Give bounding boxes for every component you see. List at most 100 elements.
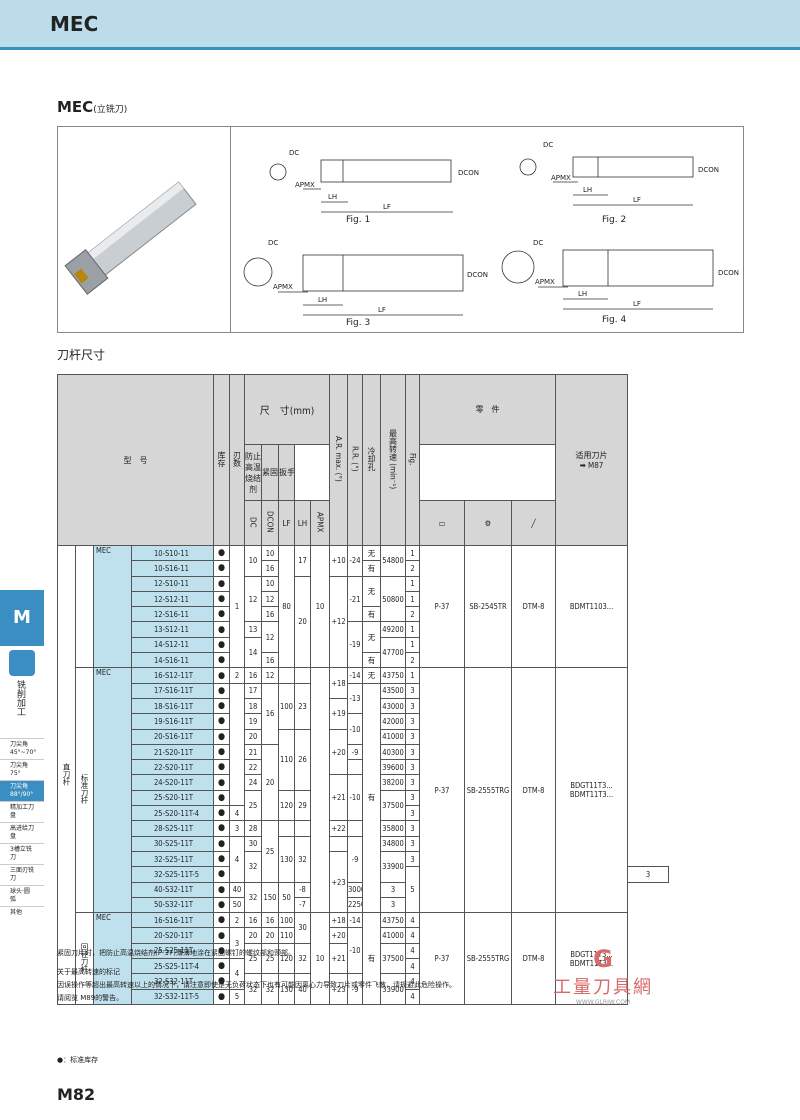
cell-model: 13-S12-11 [131, 621, 214, 638]
side-nav-item[interactable]: 刀尖角88°/90° [0, 780, 44, 801]
cell-rr: -19 [347, 621, 364, 669]
cell-rr: -9 [347, 973, 364, 1005]
side-nav-item[interactable]: 精加工刀盘 [0, 801, 44, 822]
page-number: M82 [57, 1085, 96, 1104]
side-nav-item[interactable]: 三面刃铣刀 [0, 864, 44, 885]
cell-series: MEC [93, 667, 132, 914]
cell-rr: -14 [347, 912, 364, 929]
cell-ar: +19 [329, 697, 349, 730]
cell-lh: 32 [294, 835, 311, 883]
cell-lh: 29 [294, 789, 311, 822]
header-fig: Fig. [408, 452, 418, 466]
cell-fl: 4 [229, 835, 245, 883]
cell-apmx [309, 667, 331, 914]
cell-fig: 1 [405, 590, 421, 608]
cell-stock: ● [213, 835, 230, 852]
cell-model: 19-S16-11T [131, 713, 214, 730]
cell-series: MEC [93, 912, 132, 1005]
side-tab-letter: M [0, 590, 44, 646]
cell-wrench: DTM-8 [511, 912, 557, 1005]
cell-rpm: 37500 [380, 942, 407, 975]
fig3-caption: Fig. 3 [346, 318, 371, 328]
label-lh-2: LH [583, 186, 592, 194]
note-rpm-ref: 请阅览 M89的警告。 [57, 994, 124, 1002]
cell-dc: 40 [229, 881, 245, 898]
cell-lf: 130 [278, 835, 295, 883]
cell-lh: 17 [294, 545, 311, 577]
cell-stock: ● [213, 743, 230, 761]
cell-model: 24-S20-11T [131, 774, 214, 791]
cell-fl: 4 [229, 805, 245, 822]
side-nav-item[interactable]: 3槽立铣刀 [0, 843, 44, 864]
cell-ar: +22 [329, 820, 349, 837]
side-nav-item[interactable]: 刀尖角45°~70° [0, 738, 44, 759]
cell-dc: 12 [244, 575, 262, 623]
header-ar: A.R. max. (°) [334, 436, 344, 482]
label-lh-4: LH [578, 290, 587, 298]
cell-stock: ● [213, 621, 230, 638]
label-lf-3: LF [378, 306, 386, 314]
cell-dc: 50 [229, 896, 245, 914]
cell-fig: 1 [405, 575, 421, 592]
cell-dc: 14 [244, 636, 262, 669]
cell-lf: 80 [278, 544, 295, 669]
cell-stock: ● [213, 850, 230, 868]
cell-fig: 3 [405, 743, 421, 761]
cell-dcon: 16 [261, 682, 279, 745]
label-apmx-2: APMX [551, 174, 571, 182]
cell-fig: 3 [405, 697, 421, 715]
side-nav-item[interactable]: 其他 [0, 906, 44, 919]
cell-rr: -14 [347, 667, 364, 684]
cell-model: 32-S25-11T [131, 850, 214, 868]
cell-fig: 1 [405, 667, 421, 684]
table-row: 50-S32-11T●50-7225003 [58, 896, 669, 914]
cell-rpm: 50800 [380, 575, 407, 623]
cell-rpm: 41000 [380, 728, 407, 745]
cell-cool: 无 [362, 667, 382, 684]
cell-rpm: 37500 [380, 789, 407, 822]
cell-model: 12-S16-11 [131, 606, 214, 623]
side-nav-item[interactable]: 球头·圆弧 [0, 885, 44, 906]
fig4-caption: Fig. 4 [602, 315, 627, 325]
header-parts: 零 件 [419, 374, 557, 445]
cell-rpm: 42000 [380, 713, 407, 730]
cell-rpm: 40300 [380, 743, 407, 761]
cell-lf [278, 667, 295, 684]
header-dc: DC [248, 516, 258, 528]
cell-model: 14-S16-11 [131, 652, 214, 669]
cell-model: 12-S12-11 [131, 590, 214, 608]
cell-dcon: 12 [261, 667, 279, 684]
cell-fig: 1 [405, 636, 421, 654]
cell-screw: SB-2555TRG [464, 912, 513, 1005]
header-coolant: 冷却孔 [367, 447, 377, 471]
note-rpm: 关于最高转速的标记因误操作等超出最高转速以上的情况下，请注意即使是无负荷状态下也… [57, 966, 456, 1005]
cell-ar: +20 [329, 728, 349, 776]
wrench-icon: ╱ [511, 500, 557, 546]
cell-stock: ● [213, 697, 230, 715]
cell-model: 16-S16-11T [131, 912, 214, 929]
cell-dcon: 16 [261, 606, 279, 623]
cell-rr: -8 [294, 881, 311, 898]
cell-cool: 无 [362, 544, 382, 562]
cell-stock: ● [213, 652, 230, 669]
cell-rpm: 49200 [380, 621, 407, 638]
cell-model: 25-S25-11T [131, 942, 214, 960]
header-bar: MEC [0, 0, 800, 50]
cell-rr: -9 [347, 743, 364, 761]
side-nav-item[interactable]: 刀尖角75° [0, 759, 44, 780]
watermark-text: 工量刀具網 [553, 977, 653, 998]
side-nav-item[interactable]: 高进给刀盘 [0, 822, 44, 843]
watermark: G 工量刀具網 WWW.GLRJW.COM [538, 945, 668, 1006]
cell-fig: 4 [405, 942, 421, 960]
header-wrench: 扳手 [278, 444, 295, 501]
label-lf-1: LF [383, 203, 391, 211]
cell-ar: +20 [329, 927, 349, 944]
subtitle-sub: (立铣刀) [93, 105, 128, 115]
cell-rpm: 22500 [347, 896, 364, 914]
cell-insert: BDGT11T3...BDMT11T3... [555, 912, 629, 1005]
